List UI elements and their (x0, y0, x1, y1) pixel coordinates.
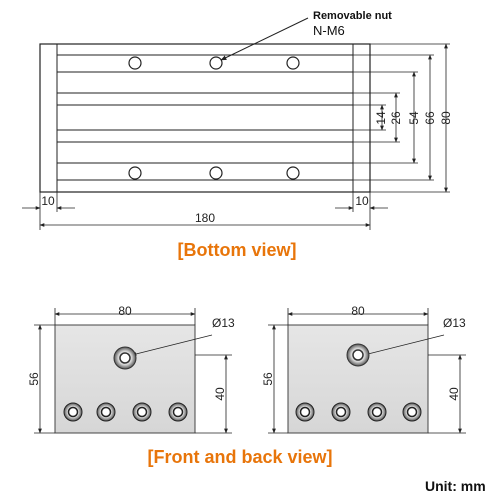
front-left-hole-height: 40 (213, 387, 227, 401)
back-right-hole-diameter: Ø13 (443, 316, 466, 330)
height-dimensions (353, 43, 450, 193)
back-right-height: 56 (261, 372, 275, 386)
removable-nuts (128, 56, 300, 180)
nut-top-3 (286, 56, 300, 70)
nut-top-1 (128, 56, 142, 70)
nut-bottom-1 (128, 166, 142, 180)
callout-leader (220, 17, 309, 61)
unit-label: Unit: mm (425, 478, 486, 494)
nut-bottom-3 (286, 166, 300, 180)
bottom-view: Removable nut N-M6 14 26 54 66 80 (22, 10, 453, 260)
front-left-hole-diameter: Ø13 (212, 316, 235, 330)
back-right-width: 80 (351, 304, 365, 318)
callout-sub: N-M6 (313, 23, 345, 38)
front-left-height: 56 (27, 372, 41, 386)
front-back-view-caption: [Front and back view] (147, 447, 332, 467)
bottom-holes-right (295, 402, 422, 422)
nut-bottom-2 (209, 166, 223, 180)
nut-top-2 (209, 56, 223, 70)
dim-height-14: 14 (374, 111, 388, 125)
dim-height-26: 26 (389, 111, 403, 125)
back-view-right: 80 56 40 Ø13 (261, 304, 466, 434)
dim-height-80: 80 (439, 111, 453, 125)
back-right-hole-height: 40 (447, 387, 461, 401)
callout-title: Removable nut (313, 10, 392, 22)
bottom-view-caption: [Bottom view] (178, 240, 297, 260)
dim-right-margin: 10 (355, 194, 369, 208)
dim-length: 180 (195, 211, 215, 225)
front-left-width: 80 (118, 304, 132, 318)
dim-left-margin: 10 (41, 194, 55, 208)
front-view-left: 80 56 40 Ø13 (27, 304, 235, 434)
center-hole-left-inner (119, 352, 131, 364)
center-hole-right-inner (352, 349, 364, 361)
dim-height-54: 54 (407, 111, 421, 125)
length-dimensions (22, 192, 388, 230)
profile-outline (39, 43, 371, 193)
dim-height-66: 66 (423, 111, 437, 125)
slot-lines (57, 54, 353, 181)
bottom-holes-left (63, 402, 188, 422)
